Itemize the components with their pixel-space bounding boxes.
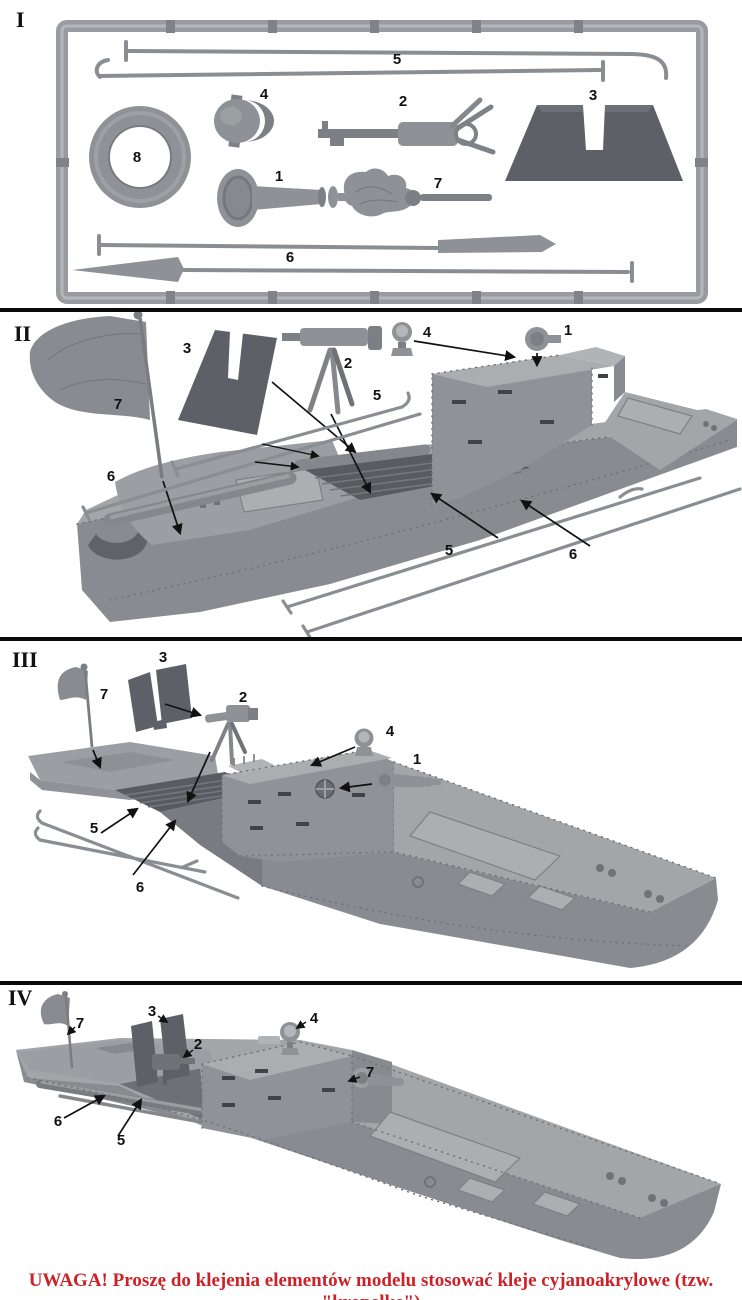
part-2-gun-mounted: [152, 1054, 195, 1085]
part-label: 3: [148, 1003, 156, 1020]
armored-casemate: [221, 749, 395, 862]
panel-divider: [0, 637, 742, 641]
part-label: 7: [114, 396, 122, 413]
part-8-life-ring: [89, 106, 191, 208]
armored-casemate: [201, 1036, 392, 1140]
part-label: 2: [194, 1036, 202, 1053]
panel-numeral: I: [16, 7, 25, 32]
part-4-searchlight: [354, 728, 374, 756]
part-label: 6: [54, 1113, 62, 1130]
part-3-shield: [128, 664, 192, 732]
part-7-flag: [57, 663, 94, 748]
part-label: 1: [564, 322, 572, 339]
part-label: 4: [310, 1010, 319, 1027]
foredeck: [27, 1055, 722, 1251]
part-label: 5: [445, 542, 453, 559]
boat-hull: [16, 991, 722, 1260]
part-label: 2: [344, 355, 352, 372]
part-2-machine-gun: [282, 326, 382, 415]
part-label: 7: [100, 686, 108, 703]
foredeck: [239, 761, 717, 947]
panel-4-final: IV: [8, 985, 722, 1260]
part-label: 5: [393, 51, 401, 68]
part-label: 5: [373, 387, 381, 404]
panel-numeral: II: [14, 321, 31, 346]
part-label: 4: [386, 723, 395, 740]
boat-hull: [76, 347, 737, 622]
part-label: 1: [413, 751, 421, 768]
part-label: 6: [107, 468, 115, 485]
part-2-machine-gun: [205, 705, 258, 765]
part-5-boat-hooks: [94, 40, 669, 82]
part-label: 7: [434, 175, 442, 192]
part-label: 3: [159, 649, 167, 666]
armored-casemate: [431, 347, 625, 506]
panel-divider: [0, 308, 742, 312]
part-label: 6: [286, 249, 294, 266]
part-label: 4: [260, 86, 269, 103]
foredeck: [600, 392, 737, 470]
warning-text: UWAGA! Proszę do klejenia elementów mode…: [28, 1270, 714, 1300]
part-label: 2: [399, 93, 407, 110]
part-1-barrel-cap: [525, 327, 561, 351]
part-label: 8: [133, 149, 141, 166]
part-label: 3: [589, 87, 597, 104]
part-1-gun-barrel: [217, 169, 352, 227]
part-label: 4: [423, 324, 432, 341]
part-label: 6: [569, 546, 577, 563]
part-label: 5: [90, 820, 98, 837]
part-5-6-rods-stowed: [81, 391, 422, 521]
panel-numeral: IV: [8, 985, 33, 1010]
part-3-gun-shield: [505, 105, 683, 181]
part-4-ventilator: [214, 94, 274, 148]
part-7-flag: [29, 312, 164, 479]
part-label: 2: [239, 689, 247, 706]
part-4-searchlight: [391, 322, 413, 356]
panel-numeral: III: [12, 647, 38, 672]
part-5-6-rods-loose: [281, 476, 742, 637]
part-5-6-rods: [33, 809, 240, 900]
panel-divider: [0, 981, 742, 985]
part-6-oars: [72, 234, 634, 283]
part-label: 5: [117, 1132, 125, 1149]
part-label: 1: [275, 168, 283, 185]
part-3-shield: [178, 330, 277, 435]
part-2-machine-gun: [318, 97, 496, 155]
panel-3-assembly: III: [12, 647, 718, 968]
part-1-gun-barrel: [374, 769, 441, 791]
part-7-flag-piece: [343, 168, 492, 217]
sprue-frame: [56, 20, 708, 304]
part-label: 6: [136, 879, 144, 896]
panel-1-sprue: I 5: [16, 7, 708, 304]
part-label: 7: [366, 1064, 374, 1081]
part-4-searchlight-mounted: [280, 1022, 300, 1055]
bow-gun-barrel: [352, 1068, 404, 1088]
panel-2-assembly: II: [14, 312, 742, 637]
part-label: 7: [76, 1015, 84, 1032]
part-label: 3: [183, 340, 191, 357]
boat-hull: [28, 742, 718, 968]
